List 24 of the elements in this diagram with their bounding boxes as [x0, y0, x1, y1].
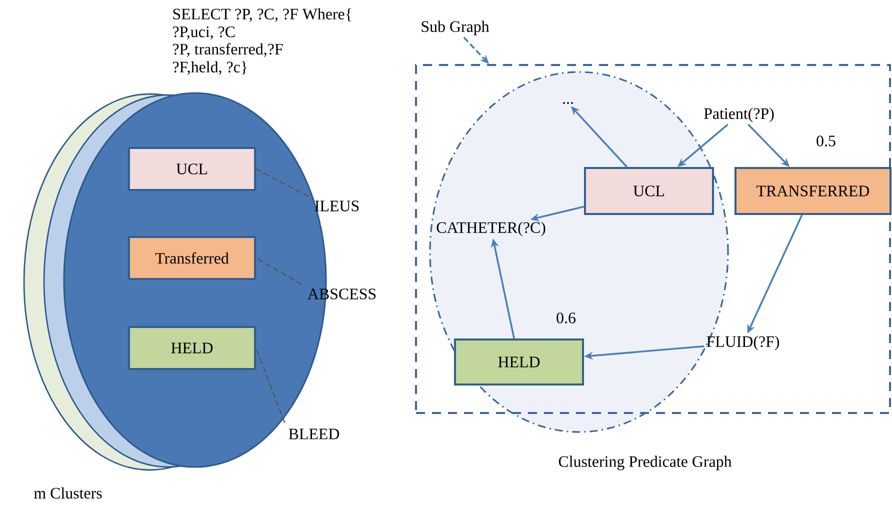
leader-line: [256, 168, 309, 198]
node-label: Patient(?P): [704, 108, 774, 122]
subgraph-frame: [415, 64, 891, 414]
node-label: CATHETER(?C): [436, 222, 546, 236]
node-label: ...: [563, 102, 573, 104]
query-text: ?P,uci, ?C: [173, 26, 235, 40]
weight-label: 0.5: [816, 136, 836, 146]
process-box: HELD: [454, 338, 584, 386]
process-box: TRANSFERRED: [734, 167, 892, 215]
caption: Clustering Predicate Graph: [558, 456, 732, 470]
query-text: ?P, transferred,?F: [173, 43, 283, 57]
leader-line: [255, 348, 286, 424]
process-box: HELD: [128, 326, 256, 370]
weight-label: 0.6: [556, 312, 576, 324]
process-box: UCL: [128, 147, 256, 191]
process-box: UCL: [584, 167, 714, 215]
node-label: FLUID(?F): [706, 336, 780, 350]
node-label: Sub Graph: [422, 20, 490, 36]
query-text: SELECT ?P, ?C, ?F Where{: [173, 8, 352, 22]
leader-line: [256, 257, 302, 285]
process-box: Transferred: [128, 236, 256, 280]
query-text: ?F,held, ?c}: [173, 61, 247, 75]
caption: m Clusters: [34, 487, 102, 499]
node-label: BLEED: [288, 428, 340, 440]
